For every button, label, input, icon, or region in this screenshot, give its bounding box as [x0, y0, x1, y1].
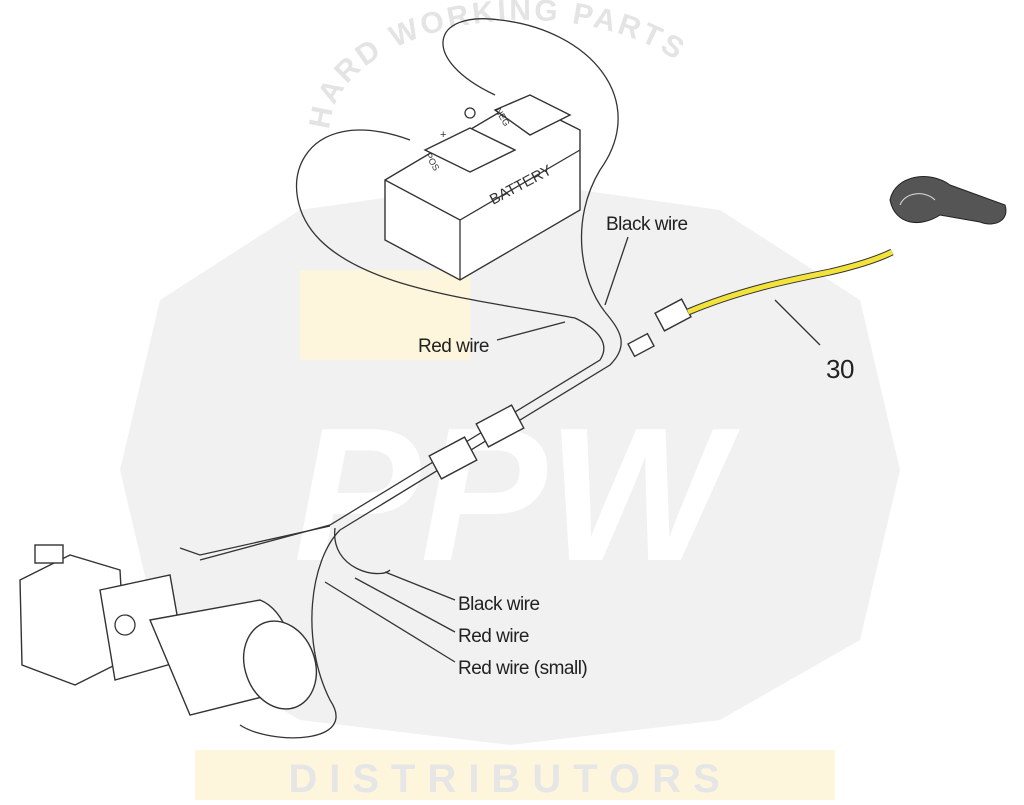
hydraulic-pump — [19, 544, 318, 716]
pump-wire — [239, 529, 341, 739]
remote-detail — [899, 193, 936, 206]
label-red-wire-top: Red wire — [418, 336, 489, 357]
label-black-wire-top: Black wire — [606, 214, 688, 235]
part-number-callout: 30 — [826, 354, 854, 384]
battery: BATTERY POS + NEG — [384, 94, 581, 281]
label-red-wire-small: Red wire (small) — [458, 658, 587, 679]
connector-block — [654, 298, 692, 332]
connector-plug-2 — [428, 436, 478, 480]
plus-sign: + — [440, 129, 446, 141]
leader-lines — [324, 236, 821, 663]
main-harness — [199, 317, 605, 561]
black-battery-cable — [442, 18, 619, 313]
connector-plug-1 — [475, 404, 525, 448]
watermark-sub-text: DISTRIBUTORS — [288, 757, 731, 801]
connector-small — [627, 332, 655, 358]
label-black-wire-bottom: Black wire — [458, 594, 540, 615]
hand-remote — [889, 176, 1007, 225]
red-battery-cable — [295, 129, 576, 319]
label-red-wire-bottom: Red wire — [458, 626, 529, 647]
harness-wire — [339, 311, 622, 531]
pump-wire-3 — [179, 525, 331, 556]
yellow-harness — [687, 249, 894, 315]
